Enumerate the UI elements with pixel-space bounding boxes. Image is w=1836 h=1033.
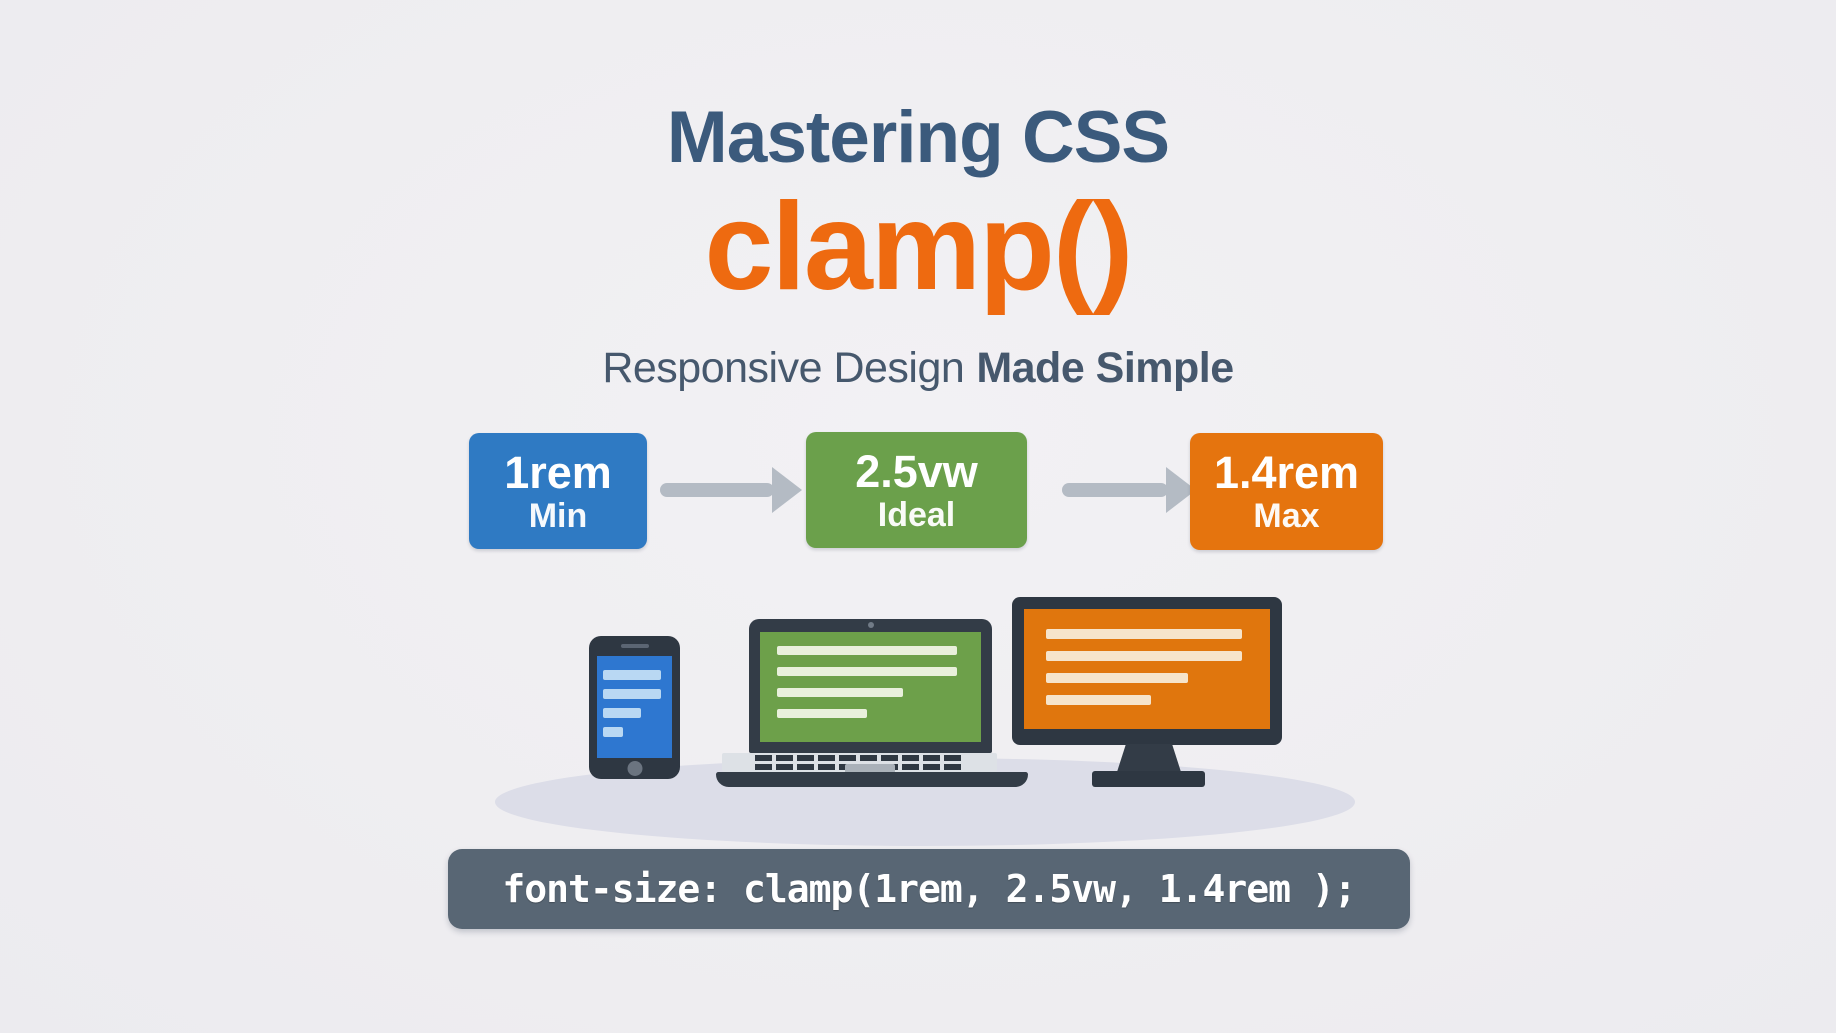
screen-text-line	[603, 670, 661, 680]
screen-text-line	[777, 709, 867, 718]
screen-text-line	[603, 708, 641, 718]
max-value: 1.4rem	[1213, 447, 1360, 498]
clamp-function-title: clamp()	[704, 178, 1134, 316]
screen-text-line	[603, 689, 661, 699]
monitor-screen	[1024, 609, 1270, 729]
laptop-trackpad	[845, 764, 895, 774]
screen-text-line	[777, 688, 903, 697]
code-snippet-text: font-size: clamp(1rem, 2.5vw, 1.4rem );	[502, 867, 1356, 911]
screen-text-line	[777, 646, 957, 655]
webcam-dot-icon	[867, 622, 874, 628]
subtitle-bold: Made Simple	[976, 344, 1234, 392]
screen-text-line	[777, 667, 957, 676]
screen-text-line	[1046, 629, 1242, 639]
ideal-value: 2.5vw	[855, 445, 978, 497]
subtitle-regular: Responsive Design	[602, 344, 965, 392]
monitor-stand-base	[1092, 771, 1205, 787]
arrow-shaft	[1062, 483, 1168, 497]
laptop-icon	[749, 619, 992, 753]
max-value-box: 1.4rem Max	[1190, 433, 1383, 550]
phone-speaker	[620, 644, 649, 648]
arrow-head	[772, 467, 802, 513]
screen-text-line	[603, 727, 623, 737]
phone-home-button	[627, 761, 642, 776]
min-label: Min	[528, 496, 588, 535]
ideal-value-box: 2.5vw Ideal	[806, 432, 1027, 548]
laptop-keyboard	[722, 753, 997, 774]
max-label: Max	[1253, 497, 1320, 535]
min-value: 1rem	[504, 446, 612, 498]
screen-text-line	[1046, 651, 1242, 661]
laptop-base	[716, 772, 1028, 787]
screen-text-line	[1046, 695, 1151, 705]
monitor-icon	[1012, 597, 1282, 745]
keyboard-keys	[755, 755, 965, 770]
monitor-stand-neck	[1117, 744, 1181, 772]
screen-text-line	[1046, 673, 1188, 683]
code-snippet-box: font-size: clamp(1rem, 2.5vw, 1.4rem );	[448, 849, 1410, 929]
page-title: Mastering CSS	[666, 97, 1170, 178]
min-value-box: 1rem Min	[469, 433, 647, 549]
laptop-screen	[760, 632, 981, 742]
smartphone-icon	[589, 636, 680, 779]
arrow-shaft	[660, 483, 774, 497]
phone-screen	[597, 656, 672, 758]
ideal-label: Ideal	[877, 495, 956, 534]
